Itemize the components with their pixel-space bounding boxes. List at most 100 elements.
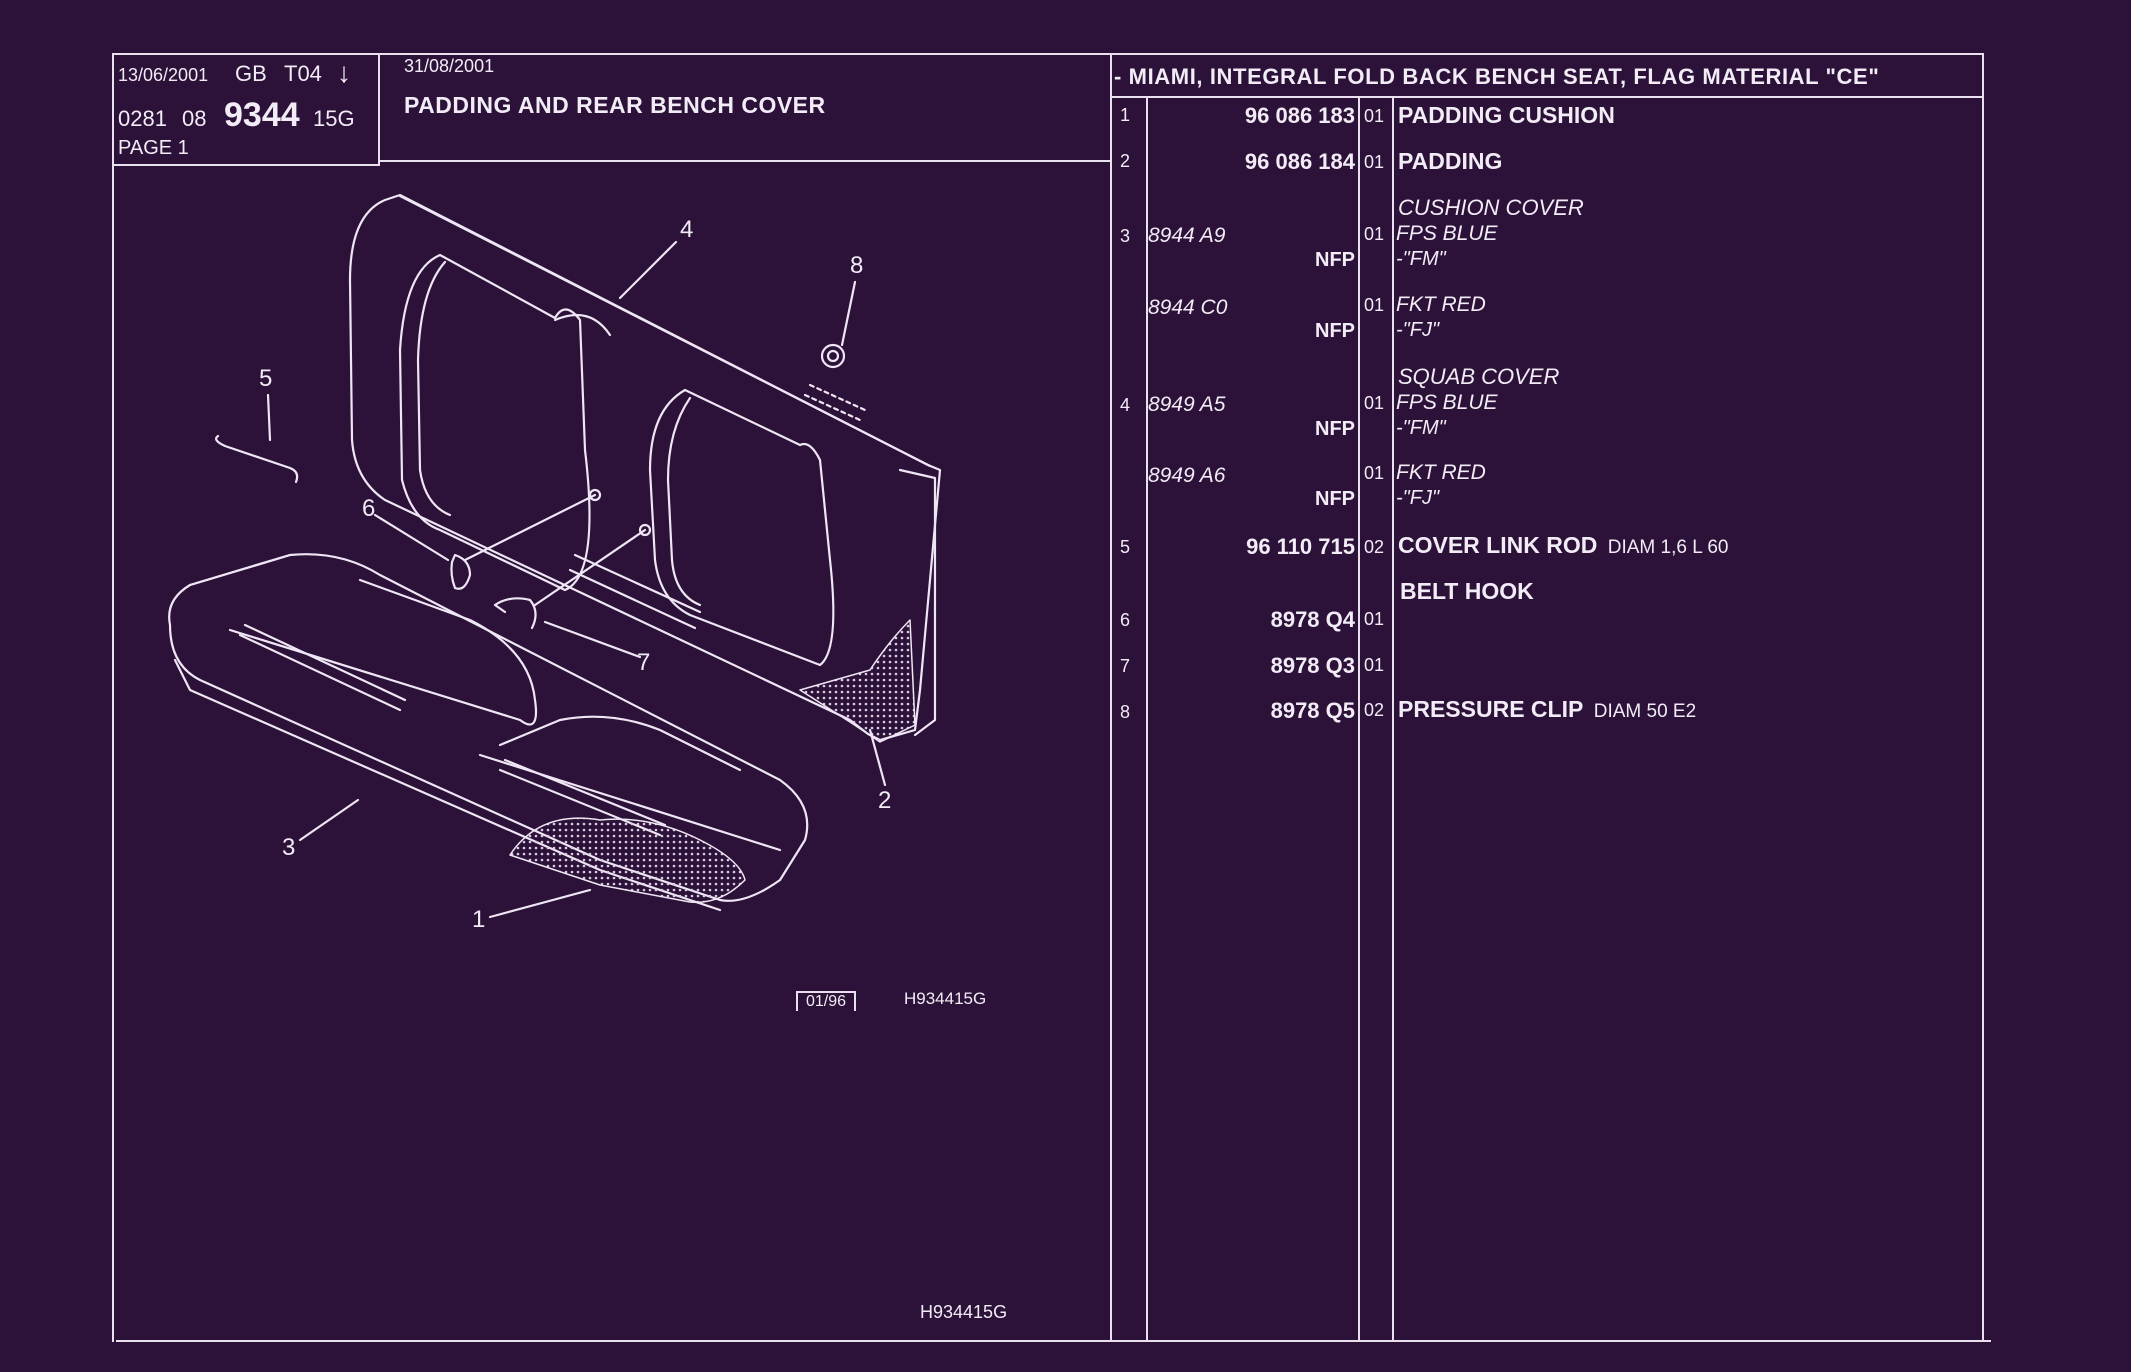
leader-1 xyxy=(488,888,592,919)
row8-qty: 02 xyxy=(1364,700,1385,720)
row7-qty: 01 xyxy=(1364,655,1385,675)
row2-ref: 2 xyxy=(1120,151,1131,171)
row4-qty: 01 xyxy=(1364,393,1385,413)
row3b-detail: -"FJ" xyxy=(1396,319,1440,341)
frame-bottom xyxy=(116,1340,1991,1342)
header-left-bottom xyxy=(112,164,380,166)
row3-desc: FPS BLUE xyxy=(1396,222,1498,245)
row1-ref: 1 xyxy=(1120,105,1131,125)
header-code: T04 xyxy=(284,61,322,86)
col-line-ref xyxy=(1146,96,1148,1342)
edition-box: 01/96 xyxy=(796,991,857,1011)
header-ref-big: 9344 xyxy=(224,96,300,134)
fix-point-1 xyxy=(588,488,602,502)
squab-top-curve xyxy=(553,313,612,337)
belt-hook-6 xyxy=(450,553,472,590)
row1-desc: PADDING CUSHION xyxy=(1398,102,1615,128)
row6-ref: 6 xyxy=(1120,610,1131,630)
row1-qty: 01 xyxy=(1364,106,1385,126)
leader-7 xyxy=(543,620,642,659)
frame-right xyxy=(1982,53,1984,1342)
clip-guide xyxy=(803,383,867,422)
col-line-qty xyxy=(1392,96,1394,1342)
row4-part: 8949 A5 xyxy=(1148,393,1226,416)
squab-side xyxy=(898,468,937,737)
row3-part: 8944 A9 xyxy=(1148,224,1226,247)
header-date1: 13/06/2001 xyxy=(118,65,209,85)
row3b-desc: FKT RED xyxy=(1396,293,1486,316)
squab-seat1 xyxy=(398,253,591,592)
row3-ref: 3 xyxy=(1120,226,1131,246)
header-divider-1 xyxy=(378,53,380,164)
header-date2: 31/08/2001 xyxy=(404,56,495,76)
row2-part: 96 086 184 xyxy=(1244,149,1355,174)
header-ref-prefix: 0281 xyxy=(118,106,167,131)
row5-detail: DIAM 1,6 L 60 xyxy=(1607,537,1729,558)
row3b-part: 8944 C0 xyxy=(1148,296,1228,319)
row6-part: 8978 Q4 xyxy=(1270,607,1355,632)
squab-hatch xyxy=(799,619,916,743)
row8-detail: DIAM 50 E2 xyxy=(1593,701,1697,722)
leader-6 xyxy=(373,513,450,562)
header-lang: GB xyxy=(235,61,267,86)
leader-3 xyxy=(298,798,360,842)
row5-desc: COVER LINK ROD xyxy=(1398,532,1598,558)
row8-desc-line: PRESSURE CLIP DIAM 50 E2 xyxy=(1398,696,1697,722)
row5-part: 96 110 715 xyxy=(1246,534,1355,559)
row3b-qty: 01 xyxy=(1364,295,1385,315)
row4-nfp: NFP xyxy=(1315,418,1355,440)
row3b-nfp: NFP xyxy=(1315,320,1355,342)
callout-2: 2 xyxy=(878,787,892,814)
cushion-band1 xyxy=(238,623,407,712)
header-ref-mid: 08 xyxy=(182,106,207,131)
row5-ref: 5 xyxy=(1120,537,1131,557)
model-title: - MIAMI, INTEGRAL FOLD BACK BENCH SEAT, … xyxy=(1114,64,1880,89)
row4b-desc: FKT RED xyxy=(1396,461,1486,484)
callout-4: 4 xyxy=(680,216,694,243)
header-page: PAGE 1 xyxy=(118,137,189,159)
header-arrow-icon: ↓ xyxy=(337,57,351,88)
callout-5: 5 xyxy=(259,365,273,392)
row4b-part: 8949 A6 xyxy=(1148,464,1226,487)
row4-ref: 4 xyxy=(1120,395,1131,415)
row3-nfp: NFP xyxy=(1315,249,1355,271)
squab-outline xyxy=(348,193,942,742)
belt-hook-7 xyxy=(493,597,537,630)
row8-desc: PRESSURE CLIP xyxy=(1398,696,1584,722)
row4-desc: FPS BLUE xyxy=(1396,391,1498,414)
col-line-part xyxy=(1358,96,1360,1342)
leader-5 xyxy=(266,393,272,442)
squab-seat2-inner xyxy=(666,396,702,607)
row2-desc: PADDING xyxy=(1398,148,1503,174)
cushion-top-edge xyxy=(188,553,292,587)
row3-heading: CUSHION COVER xyxy=(1398,195,1584,220)
callout-7: 7 xyxy=(637,649,651,676)
row5-qty: 02 xyxy=(1364,537,1385,557)
frame-top xyxy=(112,53,1984,55)
cushion-inner1 xyxy=(228,578,538,726)
row5-desc-line: COVER LINK ROD DIAM 1,6 L 60 xyxy=(1398,532,1729,558)
row4b-nfp: NFP xyxy=(1315,488,1355,510)
fix-point-2 xyxy=(638,523,652,537)
header-ref-suffix: 15G xyxy=(313,106,355,131)
main-divider xyxy=(1110,53,1112,1342)
drawing-ref: H934415G xyxy=(904,989,987,1008)
squab-seat2 xyxy=(648,388,835,667)
row1-part: 96 086 183 xyxy=(1244,103,1355,128)
leader-8 xyxy=(840,280,857,347)
callout-6: 6 xyxy=(362,495,376,522)
row7-part: 8978 Q3 xyxy=(1270,653,1355,678)
row8-part: 8978 Q5 xyxy=(1270,698,1355,723)
link-rod xyxy=(215,434,299,484)
hook-rods xyxy=(463,493,647,607)
frame-left xyxy=(112,53,114,1342)
leader-2 xyxy=(868,728,887,787)
row3-qty: 01 xyxy=(1364,224,1385,244)
row4b-detail: -"FJ" xyxy=(1396,487,1440,509)
footer-ref: H934415G xyxy=(920,1302,1008,1322)
callout-8: 8 xyxy=(850,252,864,279)
squab-back-edge xyxy=(398,194,932,468)
callout-1: 1 xyxy=(472,906,486,933)
header-mid-bottom xyxy=(378,160,1112,162)
